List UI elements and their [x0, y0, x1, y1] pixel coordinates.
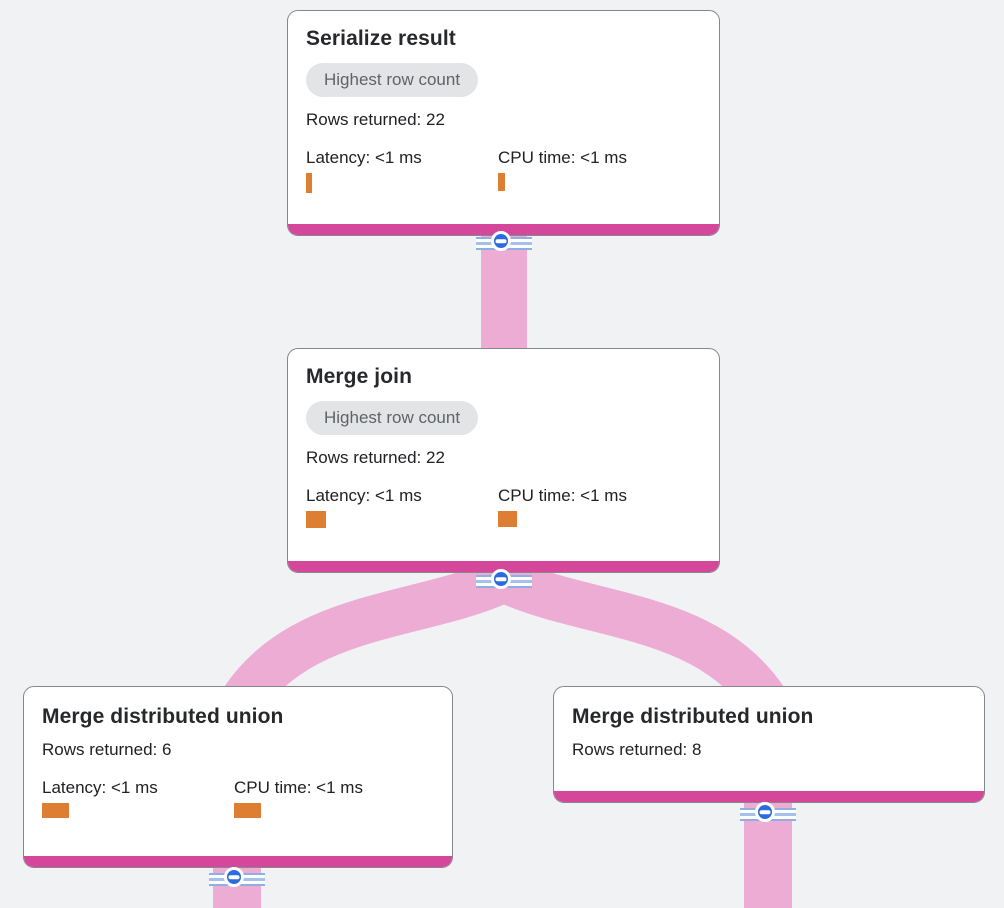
node-stats: Latency: <1 ms CPU time: <1 ms	[306, 147, 701, 193]
latency-label: Latency: <1 ms	[306, 486, 422, 505]
node-title: Merge distributed union	[572, 705, 814, 728]
minus-icon	[759, 810, 771, 814]
node-content: Merge distributed union Rows returned: 6…	[24, 687, 452, 818]
node-severity-bar	[288, 224, 719, 235]
node-title: Merge join	[306, 365, 413, 388]
node-content: Merge join Highest row count Rows return…	[288, 349, 719, 528]
node-severity-bar	[24, 856, 452, 867]
cpu-time-stat: CPU time: <1 ms	[234, 777, 426, 818]
rows-returned-text: Rows returned: 22	[306, 110, 445, 129]
rows-returned-text: Rows returned: 6	[42, 740, 172, 759]
node-title: Serialize result	[306, 27, 456, 50]
node-stats: Latency: <1 ms CPU time: <1 ms	[42, 777, 434, 818]
node-severity-bar	[288, 561, 719, 572]
node-title: Merge distributed union	[42, 705, 284, 728]
plan-node-merge-distributed-union-left[interactable]: Merge distributed union Rows returned: 6…	[23, 686, 453, 868]
latency-stat: Latency: <1 ms	[42, 777, 234, 818]
collapse-minus-icon[interactable]	[224, 867, 244, 887]
rows-returned-text: Rows returned: 8	[572, 740, 702, 759]
collapse-minus-icon[interactable]	[491, 231, 511, 251]
edge-mergejoin-to-left-union	[223, 558, 513, 714]
latency-stat: Latency: <1 ms	[306, 485, 498, 528]
latency-bar	[306, 511, 326, 528]
latency-label: Latency: <1 ms	[306, 148, 422, 167]
collapse-button-merge-join[interactable]	[476, 569, 532, 595]
latency-bar	[306, 173, 312, 193]
plan-node-serialize-result[interactable]: Serialize result Highest row count Rows …	[287, 10, 720, 236]
minus-icon	[228, 875, 240, 879]
cpu-time-bar	[498, 511, 517, 527]
latency-bar	[42, 803, 69, 818]
collapse-button-union-left[interactable]	[209, 867, 265, 893]
plan-node-merge-join[interactable]: Merge join Highest row count Rows return…	[287, 348, 720, 573]
highest-row-count-badge: Highest row count	[306, 401, 479, 435]
node-content: Merge distributed union Rows returned: 8	[554, 687, 984, 761]
cpu-time-label: CPU time: <1 ms	[498, 486, 627, 505]
node-stats: Latency: <1 ms CPU time: <1 ms	[306, 485, 701, 528]
latency-stat: Latency: <1 ms	[306, 147, 498, 193]
rows-returned-text: Rows returned: 22	[306, 448, 445, 467]
minus-icon	[495, 577, 507, 581]
node-content: Serialize result Highest row count Rows …	[288, 11, 719, 193]
latency-label: Latency: <1 ms	[42, 778, 158, 797]
cpu-time-stat: CPU time: <1 ms	[498, 485, 690, 528]
collapse-button-union-right[interactable]	[740, 802, 796, 828]
collapse-button-serialize-result[interactable]	[476, 231, 532, 257]
cpu-time-label: CPU time: <1 ms	[498, 148, 627, 167]
cpu-time-bar	[234, 803, 261, 818]
node-severity-bar	[554, 791, 984, 802]
cpu-time-label: CPU time: <1 ms	[234, 778, 363, 797]
plan-node-merge-distributed-union-right[interactable]: Merge distributed union Rows returned: 8	[553, 686, 985, 803]
minus-icon	[495, 239, 507, 243]
collapse-minus-icon[interactable]	[755, 802, 775, 822]
edge-mergejoin-to-right-union	[495, 558, 785, 714]
cpu-time-bar	[498, 173, 505, 191]
highest-row-count-badge: Highest row count	[306, 63, 479, 97]
cpu-time-stat: CPU time: <1 ms	[498, 147, 690, 193]
collapse-minus-icon[interactable]	[491, 569, 511, 589]
